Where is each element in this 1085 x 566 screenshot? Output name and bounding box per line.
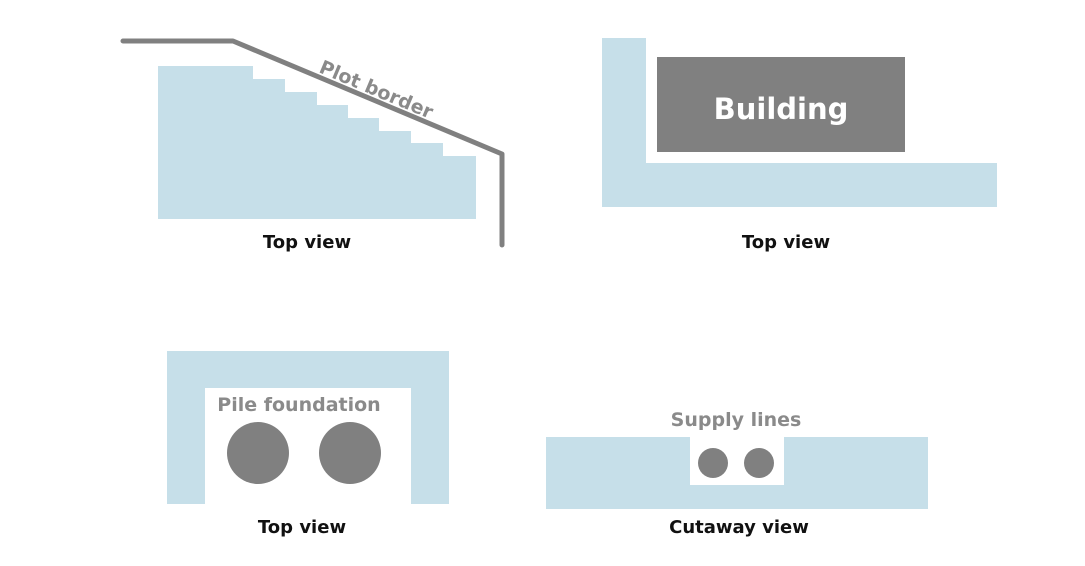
plot-border-caption: Top view bbox=[263, 232, 351, 253]
supply-pipe-right bbox=[744, 448, 774, 478]
supply-pipe-left bbox=[698, 448, 728, 478]
pile-right bbox=[319, 422, 381, 484]
panel-building: Building Top view bbox=[602, 38, 997, 253]
supply-lines-caption: Cutaway view bbox=[669, 517, 809, 538]
pile-foundation-caption: Top view bbox=[258, 517, 346, 538]
ground-slab-with-channel bbox=[546, 437, 928, 509]
panel-plot-border: Plot border Top view bbox=[120, 38, 505, 253]
stepped-excavation-area bbox=[158, 66, 476, 219]
panel-supply-lines: Supply lines Cutaway view bbox=[546, 409, 928, 538]
building-caption: Top view bbox=[742, 232, 830, 253]
l-shaped-excavation-area bbox=[602, 38, 997, 207]
pile-foundation-label: Pile foundation bbox=[217, 394, 380, 416]
plot-border-line bbox=[120, 38, 505, 248]
building-block bbox=[657, 57, 905, 152]
supply-lines-label: Supply lines bbox=[671, 409, 802, 431]
panel-pile-foundation: Pile foundation Top view bbox=[167, 351, 449, 538]
pile-left bbox=[227, 422, 289, 484]
u-shaped-excavation-area bbox=[167, 351, 449, 504]
building-label: Building bbox=[714, 92, 849, 126]
